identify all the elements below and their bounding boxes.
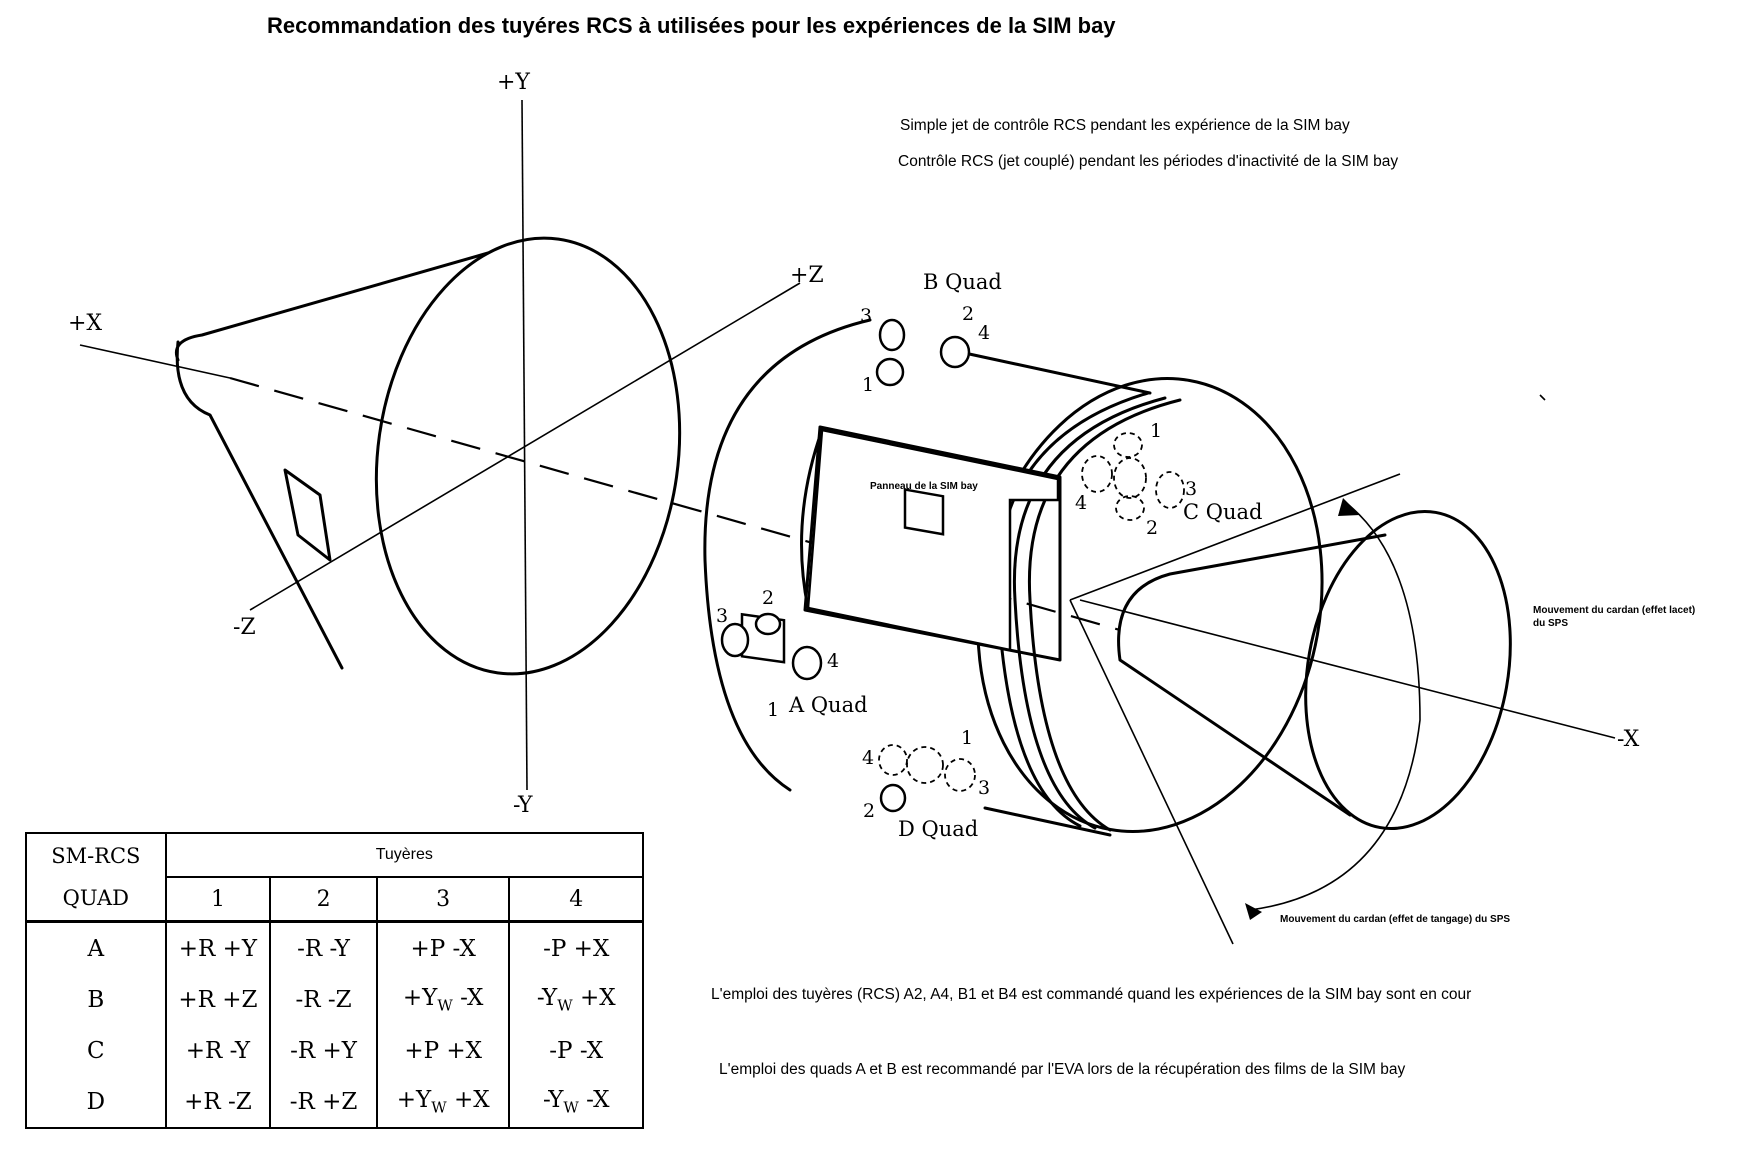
quad-label-b: B Quad — [923, 270, 1002, 294]
b-thruster-4: 4 — [978, 322, 991, 344]
rcs-quad-a — [720, 612, 823, 681]
b-thruster-2: 2 — [962, 303, 975, 325]
table-row: B +R +Z -R -Z +YW -X -YW +X — [25, 974, 644, 1025]
cell-part: +Y — [396, 1086, 432, 1113]
quad-label-c: C Quad — [1183, 500, 1263, 524]
table-cell: -P +X — [508, 921, 644, 974]
cell-subscript: W — [431, 1098, 447, 1117]
b-thruster-1: 1 — [862, 374, 875, 396]
table-cell: -P -X — [508, 1025, 644, 1076]
table-col-header: 1 — [164, 876, 272, 923]
axis-label-minus-y: -Y — [513, 793, 533, 818]
c-thruster-3: 3 — [1185, 478, 1198, 500]
table-cell: +YW -X — [375, 974, 511, 1025]
c-thruster-1: 1 — [1150, 420, 1163, 442]
rcs-thruster-table: SM-RCS QUAD Tuyères 1 2 3 4 A +R +Y -R -… — [25, 832, 645, 1129]
table-cell: -R +Z — [269, 1076, 378, 1129]
table-cell: +R +Z — [164, 974, 272, 1025]
cell-subscript: W — [437, 996, 453, 1015]
z-axis — [249, 282, 801, 611]
table-col-header: 2 — [269, 876, 378, 923]
x-axis-right — [1079, 599, 1616, 739]
a-thruster-1: 1 — [767, 699, 780, 721]
sim-bay-panel — [803, 425, 1062, 662]
d-thruster-4: 4 — [862, 747, 875, 769]
table-cell-quad: B — [25, 974, 167, 1025]
sim-panel-label: Panneau de la SIM bay — [870, 481, 978, 492]
a-thruster-3: 3 — [716, 605, 729, 627]
page-title: Recommandation des tuyéres RCS à utilisé… — [267, 13, 1116, 38]
table-group-header: Tuyères — [164, 832, 645, 877]
cell-subscript: W — [557, 996, 573, 1015]
note-usage-thrusters: L'emploi des tuyères (RCS) A2, A4, B1 et… — [711, 986, 1472, 1003]
cell-part: +X — [572, 984, 616, 1011]
x-axis-dashed — [229, 376, 1121, 632]
table-cell-quad: C — [25, 1025, 167, 1076]
table-cell: +R +Y — [164, 921, 272, 974]
sps-nozzle — [1069, 394, 1546, 945]
yaw-label-line1: Mouvement du cardan (effet lacet) — [1533, 605, 1696, 616]
table-cell: -R -Y — [269, 921, 378, 974]
cell-part: -Y — [542, 1086, 564, 1113]
axis-label-minus-x: -X — [1617, 727, 1640, 752]
axis-label-minus-z: -Z — [233, 615, 256, 640]
table-cell: +R -Y — [164, 1025, 272, 1076]
rcs-quad-c — [1081, 432, 1185, 521]
cell-subscript: W — [563, 1098, 579, 1117]
table-col-header: 3 — [375, 876, 511, 923]
x-axis-left — [79, 344, 231, 379]
cell-part: -Y — [536, 984, 558, 1011]
yaw-label-line2: du SPS — [1533, 618, 1569, 629]
rcs-quad-b — [875, 318, 971, 536]
table-corner-line2: QUAD — [62, 886, 129, 910]
y-axis — [521, 99, 528, 791]
service-module — [703, 318, 1324, 837]
table-row: C +R -Y -R +Y +P +X -P -X — [25, 1025, 644, 1076]
table-row: D +R -Z -R +Z +YW +X -YW -X — [25, 1076, 644, 1129]
command-module — [175, 236, 682, 676]
c-thruster-2: 2 — [1146, 517, 1159, 539]
c-thruster-4: 4 — [1075, 492, 1088, 514]
table-cell: +R -Z — [164, 1076, 272, 1129]
cell-part: -X — [452, 984, 484, 1011]
table-cell-quad: A — [25, 921, 167, 974]
table-cell: -YW +X — [508, 974, 644, 1025]
cell-part: +Y — [402, 984, 438, 1011]
d-thruster-2: 2 — [863, 800, 876, 822]
note-single-jet: Simple jet de contrôle RCS pendant les e… — [900, 117, 1350, 134]
cell-part: -X — [578, 1086, 610, 1113]
rcs-quad-d — [878, 744, 976, 813]
note-coupled-jet: Contrôle RCS (jet couplé) pendant les pé… — [898, 153, 1399, 170]
table-cell: -R +Y — [269, 1025, 378, 1076]
d-thruster-1: 1 — [961, 727, 974, 749]
axis-label-plus-z: +Z — [790, 263, 824, 288]
table-row: A +R +Y -R -Y +P -X -P +X — [25, 921, 644, 974]
d-thruster-3: 3 — [978, 777, 991, 799]
table-cell: +P +X — [375, 1025, 511, 1076]
table-cell-quad: D — [25, 1076, 167, 1129]
cell-part: +X — [446, 1086, 490, 1113]
a-thruster-4: 4 — [827, 650, 840, 672]
table-corner-header: SM-RCS QUAD — [25, 832, 167, 923]
quad-label-d: D Quad — [898, 817, 979, 841]
table-cell: +YW +X — [375, 1076, 511, 1129]
table-cell: -R -Z — [269, 974, 378, 1025]
b-thruster-3: 3 — [860, 305, 873, 327]
note-usage-quads: L'emploi des quads A et B est recommandé… — [719, 1061, 1406, 1078]
table-cell: -YW -X — [508, 1076, 644, 1129]
axis-label-plus-x: +X — [68, 311, 103, 336]
table-cell: +P -X — [375, 921, 511, 974]
table-corner-line1: SM-RCS — [51, 844, 141, 868]
pitch-label: Mouvement du cardan (effet de tangage) d… — [1280, 914, 1511, 925]
table-col-header: 4 — [508, 876, 644, 923]
axis-label-plus-y: +Y — [497, 70, 530, 95]
a-thruster-2: 2 — [762, 587, 775, 609]
quad-label-a: A Quad — [789, 693, 868, 717]
